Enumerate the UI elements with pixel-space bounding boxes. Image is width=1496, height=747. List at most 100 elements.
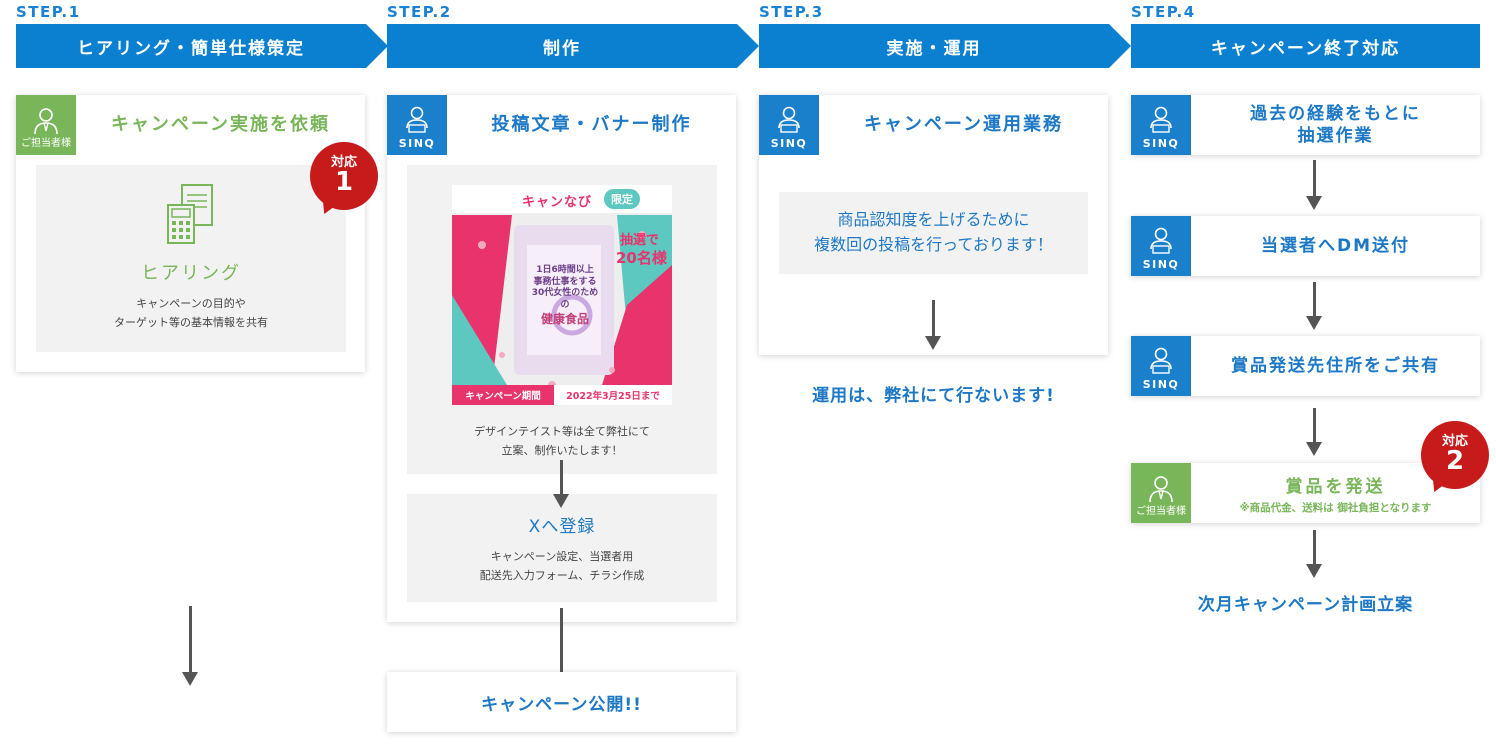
lottery-title-line-2: 抽選作業 xyxy=(1297,126,1374,146)
step-3-arrow-line xyxy=(932,300,935,338)
step-2-header: 制作 xyxy=(387,24,737,68)
step-3-card-title: キャンペーン運用業務 xyxy=(863,114,1064,136)
step-3-header: 実施・運用 xyxy=(759,24,1109,68)
staff-laptop-icon xyxy=(1150,347,1172,374)
banner-copy-line-4: 健康食品 xyxy=(540,311,589,326)
sinq-badge-label: SINQ xyxy=(1142,137,1180,150)
banner-limited: 限定 xyxy=(604,189,640,209)
step-2-card: SINQ 投稿文章・バナー制作 キャンなび 限定 抽選で 20名様 1日6時間以 xyxy=(387,95,736,622)
x-register-desc-line-2: 配送先入力フォーム、チラシ作成 xyxy=(479,568,645,582)
x-register-desc: キャンペーン設定、当選者用 配送先入力フォーム、チラシ作成 xyxy=(407,548,717,585)
document-calculator-icon xyxy=(167,184,213,244)
step-4-arrow-1-head xyxy=(1306,196,1322,210)
step-4-label: STEP.4 xyxy=(1131,3,1196,21)
banner-box: キャンなび 限定 抽選で 20名様 1日6時間以上 事務仕事をする 30代女性の… xyxy=(407,165,717,474)
operation-msg-line-2: 複数回の投稿を行っております！ xyxy=(814,235,1053,254)
step-1-arrow xyxy=(366,24,388,68)
step-1-card-title: キャンペーン実施を依頼 xyxy=(110,114,331,136)
step-2-label: STEP.2 xyxy=(387,3,452,21)
step-1-header: ヒアリング・簡単仕様策定 xyxy=(16,24,366,68)
client-badge-label: ご担当者様 xyxy=(21,138,71,149)
staff-laptop-icon xyxy=(406,106,428,133)
sinq-badge-label: SINQ xyxy=(1142,378,1180,391)
banner-lottery-1: 抽選で xyxy=(620,233,660,248)
step-2-card-title: 投稿文章・バナー制作 xyxy=(491,114,692,136)
ship-prize-text: 賞品を発送 ※商品代金、送料は 御社負担となります xyxy=(1191,463,1480,523)
step-3-arrow xyxy=(1109,24,1131,68)
staff-laptop-icon xyxy=(1150,106,1172,133)
step-4-header: キャンペーン終了対応 xyxy=(1131,24,1480,68)
step-2-inner-arrow xyxy=(560,460,563,496)
hearing-desc-line-1: キャンペーンの目的や xyxy=(136,297,246,310)
lottery-title-line-1: 過去の経験をもとに xyxy=(1250,103,1421,124)
operation-msg-line-1: 商品認知度を上げるために xyxy=(837,210,1030,230)
step-4-arrow-4 xyxy=(1313,530,1316,566)
sinq-badge: SINQ xyxy=(1131,95,1191,155)
sinq-badge: SINQ xyxy=(759,95,819,155)
step-1-card: ご担当者様 キャンペーン実施を依頼 ヒアリング キャンペーンの目的や ターゲット… xyxy=(16,95,365,372)
client-badge: ご担当者様 xyxy=(16,95,76,155)
lottery-title: 過去の経験をもとに 抽選作業 xyxy=(1191,95,1480,155)
campaign-banner: キャンなび 限定 抽選で 20名様 1日6時間以上 事務仕事をする 30代女性の… xyxy=(452,185,672,405)
step-4-task-address: SINQ 賞品発送先住所をご共有 xyxy=(1131,336,1480,396)
step-4-arrow-3-head xyxy=(1306,442,1322,456)
response-1-label: 対応 xyxy=(330,154,357,170)
step-1-label: STEP.1 xyxy=(16,3,81,21)
response-1-bubble: 対応 1 xyxy=(310,142,378,210)
hearing-box: ヒアリング キャンペーンの目的や ターゲット等の基本情報を共有 xyxy=(36,165,346,352)
person-icon xyxy=(34,108,58,135)
next-campaign-plan: 次月キャンペーン計画立案 xyxy=(1197,595,1414,615)
sinq-badge-label: SINQ xyxy=(398,137,436,150)
x-register-title: Xへ登録 xyxy=(528,517,596,537)
banner-brand: キャンなび xyxy=(522,195,593,210)
response-1-number: 1 xyxy=(334,166,354,197)
staff-laptop-icon xyxy=(778,106,800,133)
step-2-arrow xyxy=(737,24,759,68)
step-1-flow-arrow xyxy=(189,606,192,672)
design-desc-line-2: 立案、制作いたします！ xyxy=(501,443,623,457)
person-icon xyxy=(1149,476,1173,503)
design-desc: デザインテイスト等は全て弊社にて 立案、制作いたします！ xyxy=(407,423,717,460)
response-2-label: 対応 xyxy=(1441,433,1468,449)
banner-copy-line-3: 30代女性のための xyxy=(531,288,599,311)
step-4-task-ship: ご担当者様 賞品を発送 ※商品代金、送料は 御社負担となります xyxy=(1131,463,1480,523)
step-4-task-dm: SINQ 当選者へDM送付 xyxy=(1131,216,1480,276)
ship-prize-note: ※商品代金、送料は 御社負担となります xyxy=(1239,501,1432,514)
step-3-footer: 運用は、弊社にて行ないます! xyxy=(812,386,1055,406)
campaign-publish-card: キャンペーン公開!! xyxy=(387,672,736,732)
sinq-badge-label: SINQ xyxy=(1142,258,1180,271)
step-2-inner-arrow-head xyxy=(553,494,569,508)
banner-copy: 1日6時間以上 事務仕事をする 30代女性のための 健康食品 xyxy=(528,265,602,327)
sinq-badge: SINQ xyxy=(387,95,447,155)
step-3-arrow-head xyxy=(925,336,941,350)
step-3-label: STEP.3 xyxy=(759,3,824,21)
hearing-desc-line-2: ターゲット等の基本情報を共有 xyxy=(114,315,268,329)
client-badge: ご担当者様 xyxy=(1131,463,1191,523)
step-4-arrow-3 xyxy=(1313,408,1316,444)
x-register-box: Xへ登録 キャンペーン設定、当選者用 配送先入力フォーム、チラシ作成 xyxy=(407,494,717,602)
sinq-badge-label: SINQ xyxy=(770,137,808,150)
banner-copy-line-1: 1日6時間以上 xyxy=(536,265,594,275)
step-4-arrow-1 xyxy=(1313,160,1316,198)
dm-title: 当選者へDM送付 xyxy=(1260,235,1411,256)
address-share-title: 賞品発送先住所をご共有 xyxy=(1231,355,1440,376)
staff-laptop-icon xyxy=(1150,227,1172,254)
banner-period-value: 2022年3月25日まで xyxy=(566,391,660,402)
banner-period-label: キャンペーン期間 xyxy=(452,385,554,405)
response-2-number: 2 xyxy=(1445,445,1465,476)
banner-background xyxy=(452,185,672,405)
operation-msg-box: 商品認知度を上げるために 複数回の投稿を行っております！ xyxy=(779,192,1088,274)
response-2-bubble: 対応 2 xyxy=(1421,421,1489,489)
banner-period: キャンペーン期間 2022年3月25日まで xyxy=(452,385,672,405)
x-register-desc-line-1: キャンペーン設定、当選者用 xyxy=(490,550,634,563)
sinq-badge: SINQ xyxy=(1131,216,1191,276)
step-4-arrow-2 xyxy=(1313,282,1316,318)
step-1-flow-arrow-head xyxy=(182,672,198,686)
step-4-arrow-2-head xyxy=(1306,316,1322,330)
design-desc-line-1: デザインテイスト等は全て弊社にて xyxy=(474,425,650,438)
client-badge-label: ご担当者様 xyxy=(1136,506,1186,517)
hearing-title: ヒアリング xyxy=(141,263,241,284)
ship-prize-title: 賞品を発送 xyxy=(1285,476,1386,497)
step-4-arrow-4-head xyxy=(1306,564,1322,578)
sinq-badge: SINQ xyxy=(1131,336,1191,396)
